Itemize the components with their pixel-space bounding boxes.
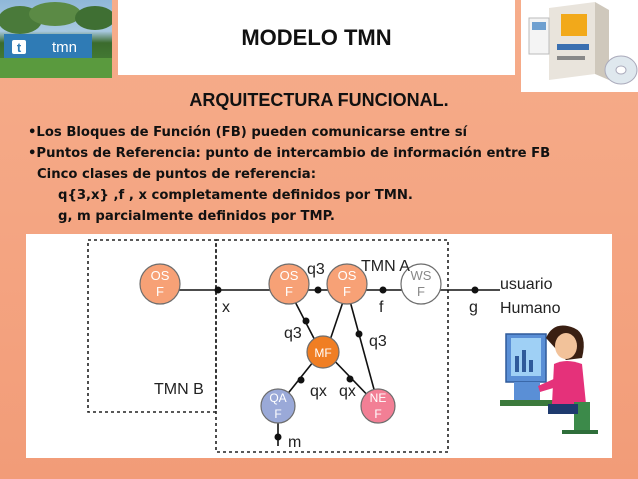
slide-subtitle: ARQUITECTURA FUNCIONAL. [189, 90, 449, 110]
bullet-list: •Los Bloques de Función (FB) pueden comu… [28, 122, 628, 227]
svg-text:F: F [156, 284, 164, 299]
node-os-tmn-b: OS F [139, 263, 181, 305]
node-os-a2: OS F [326, 263, 368, 305]
tmn-a-label: TMN A [361, 258, 410, 275]
ref-point-f: f [379, 299, 384, 316]
svg-text:WS: WS [411, 268, 432, 283]
ref-point-x: x [222, 299, 230, 316]
bullet-item: q{3,x} ,f , x completamente definidos po… [58, 188, 413, 203]
svg-text:t: t [17, 40, 22, 55]
ref-point-g: g [469, 299, 478, 316]
svg-text:NE: NE [370, 391, 387, 405]
node-mf: MF [306, 335, 340, 369]
node-ne: NE F [360, 388, 396, 424]
svg-text:F: F [374, 407, 381, 421]
svg-text:F: F [274, 407, 281, 421]
human-user-icon [500, 325, 598, 434]
ref-point-qx-left: qx [310, 383, 327, 400]
bullet-item: Cinco clases de puntos de referencia: [37, 167, 316, 182]
title-box: MODELO TMN [118, 0, 515, 75]
svg-text:MF: MF [314, 346, 331, 360]
tmn-diagram: OS F OS F OS F WS F MF QA F NE [26, 234, 612, 458]
ref-point-q3-left: q3 [284, 325, 302, 342]
ref-point-q3-top: q3 [307, 261, 325, 278]
slide-title: MODELO TMN [241, 24, 392, 50]
node-ws: WS F [400, 263, 442, 305]
tmn-b-label: TMN B [154, 381, 204, 398]
building-photo: t tmn [0, 0, 112, 78]
connection-lines [160, 289, 500, 446]
ref-point-q3-right: q3 [369, 333, 387, 350]
svg-text:OS: OS [151, 268, 170, 283]
svg-text:F: F [343, 284, 351, 299]
junction-dots [214, 286, 479, 441]
ref-point-qx-right: qx [339, 383, 356, 400]
svg-text:F: F [285, 284, 293, 299]
svg-text:QA: QA [269, 391, 286, 405]
bullet-item: •Los Bloques de Función (FB) pueden comu… [28, 125, 468, 140]
node-os-a1: OS F [268, 263, 310, 305]
software-box-image [521, 0, 638, 92]
node-qa: QA F [260, 388, 296, 424]
svg-text:OS: OS [280, 268, 299, 283]
bullet-item: •Puntos de Referencia: punto de intercam… [28, 146, 551, 161]
tmn-a-boundary [215, 239, 449, 453]
ref-point-m: m [288, 434, 301, 451]
svg-text:OS: OS [338, 268, 357, 283]
bullet-item: g, m parcialmente definidos por TMP. [58, 209, 335, 224]
user-label-line2: Humano [500, 300, 561, 317]
user-label-line1: usuario [500, 276, 553, 293]
logo-text: tmn [52, 39, 77, 56]
svg-text:F: F [417, 284, 425, 299]
